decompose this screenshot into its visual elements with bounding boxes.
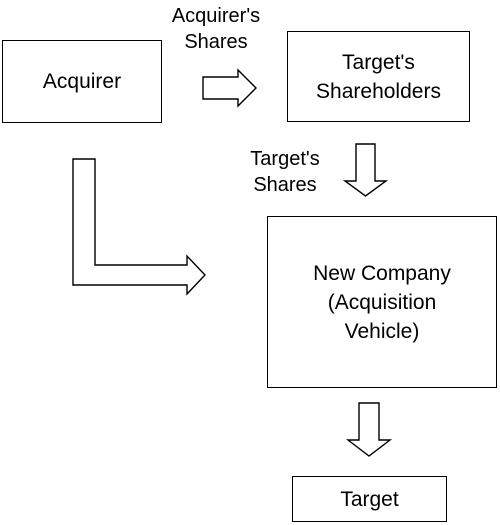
target-label: Target: [340, 487, 399, 511]
target-box: Target: [292, 476, 447, 522]
target-shares-label: Target's Shares: [250, 148, 320, 196]
arrow-shareholders-to-newco: [342, 143, 389, 197]
arrow-acquirer-to-shareholders: [202, 68, 257, 108]
arrow-newco-to-target: [345, 402, 393, 457]
acquirer-box: Acquirer: [2, 40, 162, 123]
new-company-label: New Company (Acquisition Vehicle): [313, 261, 451, 343]
acquirer-label: Acquirer: [42, 70, 122, 93]
arrow-acquirer-to-newco: [72, 158, 206, 296]
target-shareholders-box: Target's Shareholders: [287, 31, 470, 122]
target-shareholders-label: Target's Shareholders: [316, 50, 441, 103]
new-company-box: New Company (Acquisition Vehicle): [267, 216, 497, 388]
acquirer-shares-label: Acquirer's Shares: [171, 5, 261, 53]
